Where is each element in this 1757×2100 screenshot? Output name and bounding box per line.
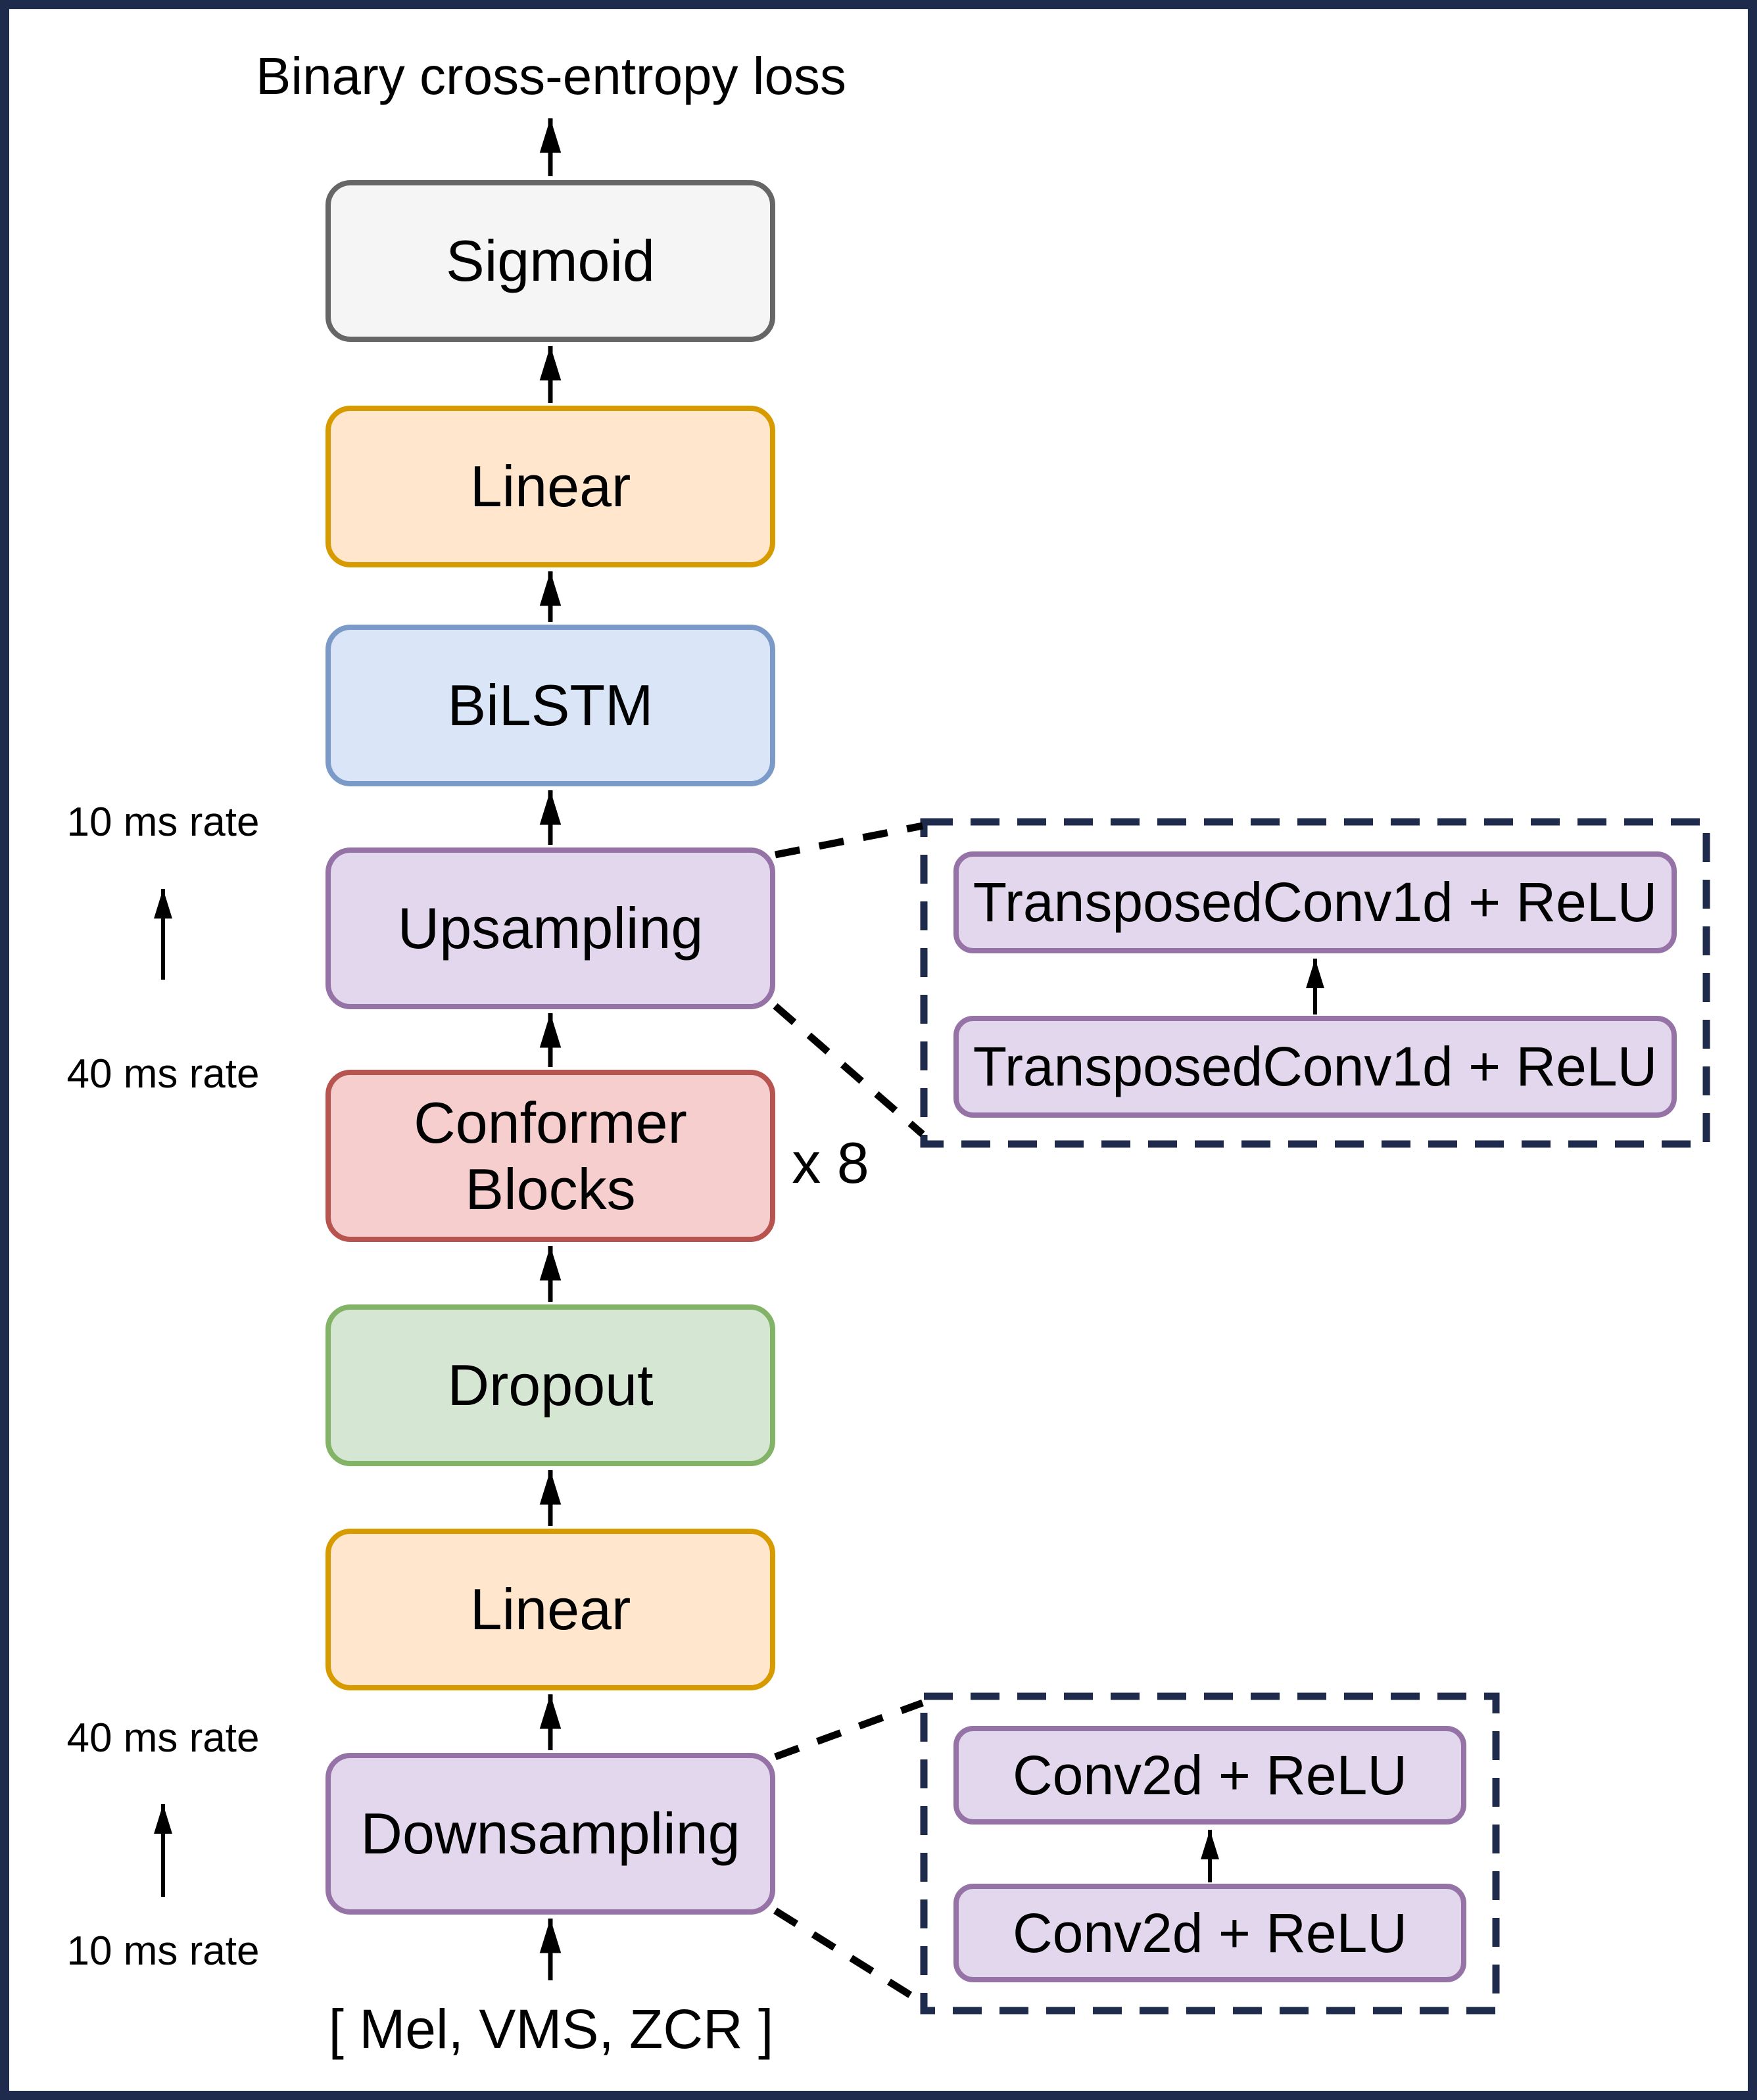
rate-downsampling-in: 10 ms rate (66, 1928, 260, 1974)
rate-upsampling-in: 40 ms rate (66, 1051, 260, 1097)
node-linear-top-label: Linear (469, 454, 631, 519)
loss-title: Binary cross-entropy loss (255, 47, 847, 105)
upsampling-detail-outline (920, 818, 1710, 1148)
node-conformer: Conformer Blocks (325, 1070, 775, 1242)
node-dropout: Dropout (325, 1304, 775, 1466)
node-downsampling-label: Downsampling (360, 1801, 740, 1867)
connector-downsampling-bottom (773, 1907, 925, 2006)
node-downsampling: Downsampling (325, 1753, 775, 1915)
node-bilstm-label: BiLSTM (447, 673, 654, 738)
connector-upsampling-top (774, 822, 924, 859)
node-linear-bottom-label: Linear (469, 1577, 631, 1642)
node-dropout-label: Dropout (447, 1352, 654, 1418)
upsampling-detail-layer-bottom: TransposedConv1d + ReLU (953, 1016, 1677, 1118)
downsampling-detail-layer-top-label: Conv2d + ReLU (1012, 1744, 1408, 1806)
input-features-label: [ Mel, VMS, ZCR ] (328, 1998, 774, 2060)
rate-upsampling-out: 10 ms rate (66, 799, 260, 845)
connector-upsampling-bottom (773, 1003, 925, 1137)
downsampling-detail-layer-bottom-label: Conv2d + ReLU (1012, 1901, 1408, 1964)
node-sigmoid-label: Sigmoid (446, 228, 655, 294)
node-upsampling-label: Upsampling (397, 895, 704, 961)
upsampling-detail-layer-top: TransposedConv1d + ReLU (953, 851, 1677, 953)
upsampling-detail-layer-top-label: TransposedConv1d + ReLU (973, 871, 1658, 933)
node-bilstm: BiLSTM (325, 625, 775, 786)
node-upsampling: Upsampling (325, 847, 775, 1009)
node-linear-top: Linear (325, 406, 775, 567)
node-sigmoid: Sigmoid (325, 180, 775, 342)
conformer-repeat-label: x 8 (792, 1130, 869, 1195)
downsampling-detail-outline (920, 1692, 1500, 2015)
rate-downsampling-out: 40 ms rate (66, 1715, 260, 1761)
node-conformer-label: Conformer Blocks (414, 1089, 687, 1222)
node-linear-bottom: Linear (325, 1529, 775, 1690)
connector-downsampling-top (774, 1699, 924, 1761)
downsampling-detail-layer-top: Conv2d + ReLU (953, 1726, 1466, 1825)
downsampling-detail-layer-bottom: Conv2d + ReLU (953, 1884, 1466, 1982)
upsampling-detail-layer-bottom-label: TransposedConv1d + ReLU (973, 1036, 1658, 1097)
